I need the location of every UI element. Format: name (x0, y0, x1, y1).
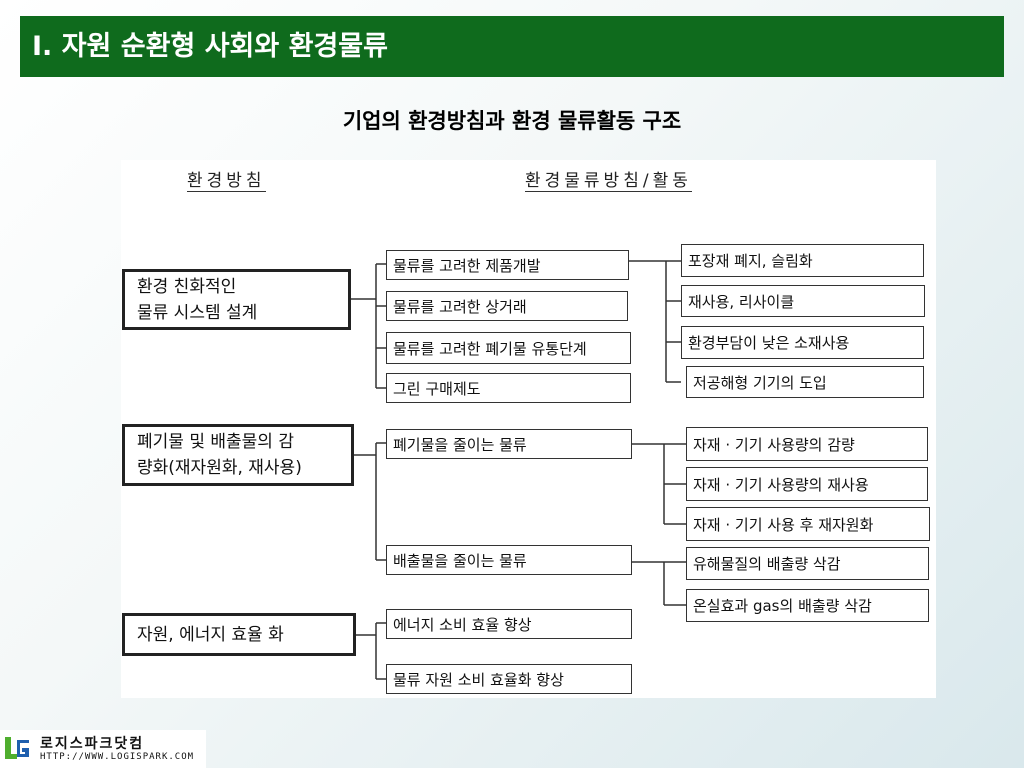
slide-title-bar: I. 자원 순환형 사회와 환경물류 (20, 16, 1004, 77)
header-policy: 환경방침 (187, 166, 266, 192)
logo-name: 로지스파크닷컴 (40, 736, 145, 752)
logo-url: HTTP://WWW.LOGISPARK.COM (40, 752, 195, 762)
detail-box-3: 환경부담이 낮은 소재사용 (681, 326, 924, 359)
diagram-subtitle: 기업의 환경방침과 환경 물류활동 구조 (342, 109, 682, 133)
policy-box-1: 환경 친화적인 물류 시스템 설계 (122, 269, 351, 330)
activity-box-5: 폐기물을 줄이는 물류 (386, 429, 632, 459)
environment-logistics-diagram: 환경방침 환경물류방침/활동 환경 친화적인 물류 시스템 설계 폐기물 및 배… (121, 160, 936, 698)
activity-box-2: 물류를 고려한 상거래 (386, 291, 628, 321)
detail-box-5: 자재 · 기기 사용량의 감량 (686, 427, 928, 461)
activity-box-3: 물류를 고려한 폐기물 유통단계 (386, 332, 631, 364)
activity-box-7: 에너지 소비 효율 향상 (386, 609, 632, 639)
detail-box-6: 자재 · 기기 사용량의 재사용 (686, 467, 928, 501)
policy-1-line2: 물류 시스템 설계 (137, 302, 258, 323)
activity-box-4: 그린 구매제도 (386, 373, 631, 403)
policy-2-line2: 량화(재자원화, 재사용) (137, 458, 302, 478)
policy-box-3: 자원, 에너지 효율 화 (122, 613, 356, 656)
activity-box-1: 물류를 고려한 제품개발 (386, 250, 629, 280)
detail-box-8: 유해물질의 배출량 삭감 (686, 547, 929, 580)
logispark-logo[interactable]: 로지스파크닷컴 HTTP://WWW.LOGISPARK.COM (0, 730, 206, 768)
slide-title: I. 자원 순환형 사회와 환경물류 (32, 31, 388, 62)
activity-box-8: 물류 자원 소비 효율화 향상 (386, 664, 632, 694)
connector-lines (351, 260, 686, 680)
policy-2-line1: 폐기물 및 배출물의 감 (137, 432, 294, 452)
detail-box-7: 자재 · 기기 사용 후 재자원화 (686, 507, 930, 541)
detail-box-2: 재사용, 리사이클 (681, 285, 925, 317)
header-activity: 환경물류방침/활동 (525, 166, 692, 192)
activity-box-6: 배출물을 줄이는 물류 (386, 545, 632, 575)
logispark-logo-icon (4, 735, 30, 762)
policy-3-line1: 자원, 에너지 효율 화 (137, 624, 284, 645)
detail-box-4: 저공해형 기기의 도입 (686, 366, 924, 398)
detail-box-9: 온실효과 gas의 배출량 삭감 (686, 589, 929, 622)
policy-box-2: 폐기물 및 배출물의 감 량화(재자원화, 재사용) (122, 424, 354, 486)
detail-box-1: 포장재 폐지, 슬림화 (681, 244, 924, 277)
policy-1-line1: 환경 친화적인 (137, 276, 237, 297)
